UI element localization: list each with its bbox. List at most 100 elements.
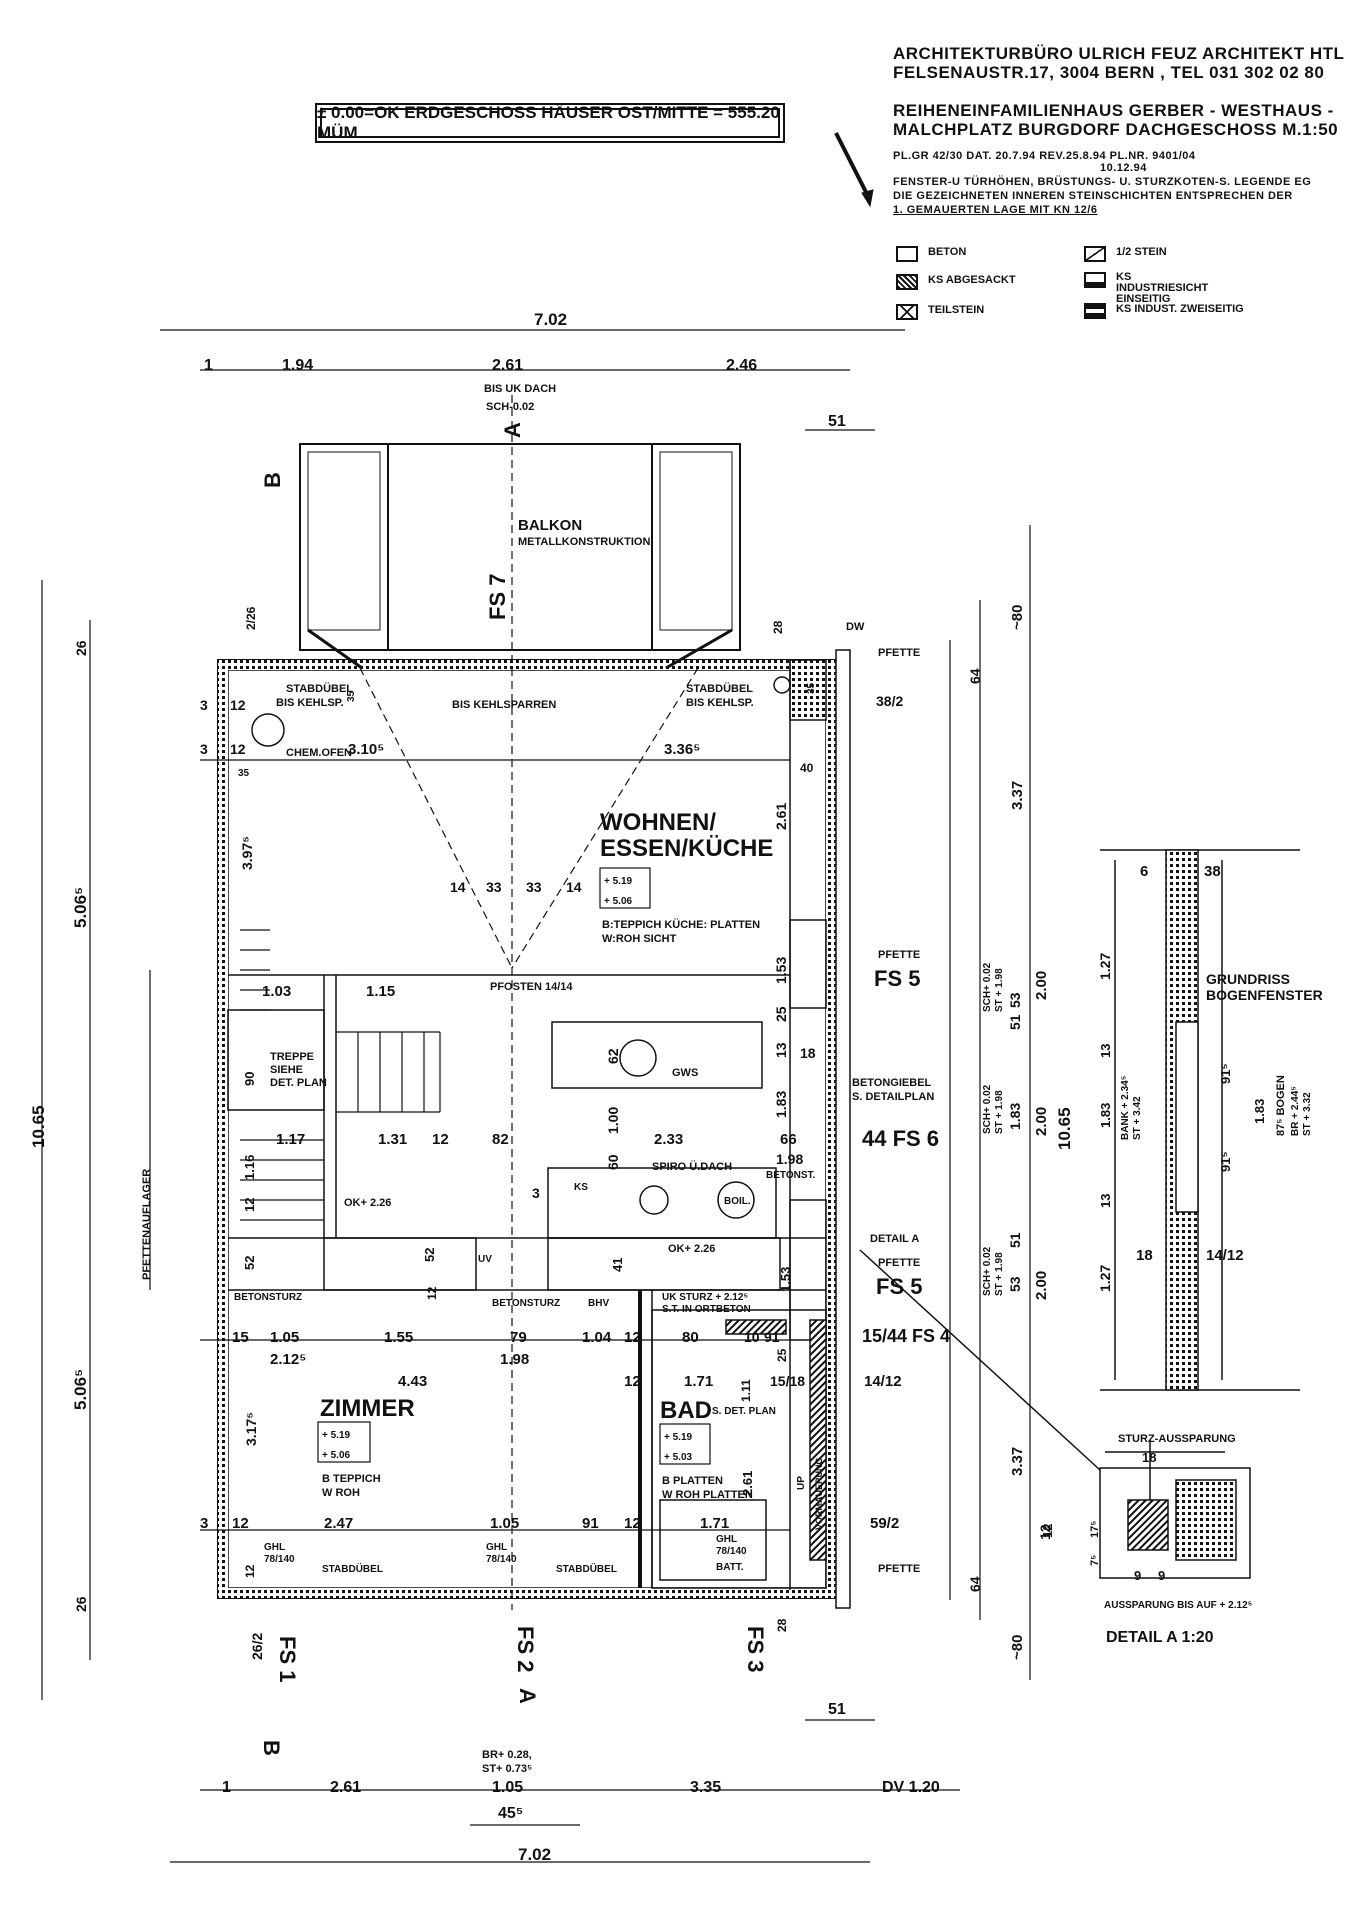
d-18a: 18 [800, 1045, 816, 1061]
d-117: 1.17 [276, 1131, 305, 1148]
d-183v: 1.83 [773, 1091, 789, 1118]
boil-label: BOIL. [724, 1196, 751, 1207]
dim-top-51: 51 [828, 413, 846, 430]
wohnen-floor1: B:TEPPICH KÜCHE: PLATTEN [602, 918, 760, 931]
d-75: 7⁵ [1089, 1555, 1101, 1566]
d-12j: 12 [243, 1564, 257, 1578]
pfette-4: PFETTE [878, 1563, 920, 1575]
d-9b: 9 [1158, 1568, 1165, 1583]
d-105: 1.05 [270, 1329, 299, 1346]
d-3175: 3.17⁵ [243, 1412, 259, 1446]
d-12e: 12 [425, 1286, 439, 1300]
d-12k: 12 [1037, 1524, 1053, 1540]
d-127a: 1.27 [1097, 953, 1113, 980]
d-13a: 13 [773, 1042, 789, 1058]
d-226: 2/26 [244, 606, 258, 630]
interior-walls [227, 659, 827, 1590]
d-262: 26/2 [249, 1633, 265, 1660]
stabduebel-k1a: STABDÜBEL [286, 682, 353, 695]
d-115: 1.15 [366, 983, 395, 1000]
section-fs5a: FS 5 [874, 966, 920, 991]
d-90: 90 [242, 1072, 257, 1086]
d-12h: 12 [232, 1515, 249, 1532]
section-fs2: FS 2 [513, 1626, 538, 1672]
bank-1: BANK + 2.34⁵ [1120, 1075, 1131, 1140]
sch-st-1b: ST + 1.98 [994, 968, 1005, 1012]
bis-uk-dach: BIS UK DACH [484, 383, 556, 395]
d-18b: 18 [1136, 1247, 1153, 1264]
office-address: FELSENAUSTR.17, 3004 BERN , TEL 031 302 … [893, 63, 1325, 82]
balkon-label: BALKON [518, 517, 582, 534]
d-12l: 12 [1040, 1524, 1055, 1538]
wohnen-level-box [599, 867, 651, 909]
section-b-top: B [260, 472, 285, 488]
d-261v: 2.61 [773, 803, 789, 830]
zimmer-lvl2: + 5.06 [322, 1450, 351, 1461]
ok226a: OK+ 2.26 [344, 1197, 391, 1209]
d-2125: 2.12⁵ [270, 1351, 306, 1368]
dim-bot-455: 45⁵ [498, 1805, 523, 1822]
d-3d: 3 [200, 1515, 208, 1532]
dim-bot-1: 1 [222, 1779, 231, 1796]
dim-left-1065: 10.65 [29, 1105, 48, 1148]
d-3975: 3.97⁵ [239, 836, 255, 870]
treppe-3: DET. PLAN [270, 1077, 327, 1089]
d-38: 38 [1204, 863, 1221, 880]
plan-note-3: 1. GEMAUERTEN LAGE MIT KN 12/6 [893, 204, 1098, 216]
sch-st-2b: ST + 1.98 [994, 1090, 1005, 1134]
d-25a: 25 [773, 1006, 789, 1022]
stabduebel-b2: STABDÜBEL [556, 1562, 617, 1575]
bad-title: BAD [660, 1397, 712, 1424]
detail-a-drawing [859, 1249, 1251, 1579]
d-153: 1.53 [773, 957, 789, 984]
section-b-bot: B [259, 1740, 284, 1756]
dim-top-246: 2.46 [726, 357, 757, 374]
d-3c: 3 [532, 1185, 540, 1201]
bank-2: ST + 3.42 [1132, 1096, 1143, 1140]
d-13c: 13 [1098, 1194, 1113, 1208]
sturz-aussparung: STURZ-AUSSPARUNG [1118, 1433, 1236, 1445]
d-12f: 12 [624, 1329, 641, 1346]
d-12b: 12 [230, 741, 246, 757]
dim-right-1065: 10.65 [1055, 1107, 1074, 1150]
uk-sturz-2: S.T. IN ORTBETON [662, 1304, 751, 1315]
d-1412b: 14/12 [1206, 1247, 1244, 1264]
bad-floor2: W ROH PLATTEN [662, 1489, 753, 1501]
sch-st-3b: ST + 1.98 [994, 1252, 1005, 1296]
d-62: 62 [605, 1048, 621, 1064]
sch-st-3a: SCH+ 0.02 [982, 1246, 993, 1296]
dim-right-337b: 3.37 [1009, 1447, 1026, 1476]
north-arrow-icon [834, 132, 874, 208]
project-subtitle: MALCHPLATZ BURGDORF DACHGESCHOSS M.1:50 [893, 120, 1339, 139]
spiro-label: SPIRO Ü.DACH [652, 1160, 732, 1173]
pfette-2: PFETTE [878, 949, 920, 961]
d-60: 60 [605, 1154, 621, 1170]
d-261c: 2.61 [740, 1471, 755, 1496]
balcony [299, 443, 741, 670]
dim-right-183: 1.83 [1007, 1103, 1023, 1130]
dim-right-64b: 64 [967, 1576, 983, 1592]
reference-level: ± 0.00=OK ERDGESCHOSS HÄUSER OST/MITTE =… [317, 103, 780, 142]
legend-ks-einseitig: KS INDUSTRIESICHT EINSEITIG [1084, 272, 1226, 305]
d-443: 4.43 [398, 1373, 427, 1390]
d-82: 82 [492, 1131, 509, 1148]
treppe-2: SIEHE [270, 1064, 303, 1076]
cross-symbol-icon [896, 304, 918, 320]
d-155: 1.55 [384, 1329, 413, 1346]
d-12i: 12 [624, 1515, 641, 1532]
dim-top-261: 2.61 [492, 357, 523, 374]
ghl1: GHL [264, 1542, 285, 1553]
wohnen-title-1: WOHNEN/ [600, 809, 716, 836]
br-st-1: BR+ 0.28, [482, 1749, 532, 1761]
d-153b: 1.53 [778, 1267, 793, 1292]
dim-bot-51: 51 [828, 1701, 846, 1718]
vormauerung-label: VORMAUERUNG [814, 1457, 824, 1530]
d-79: 79 [510, 1329, 527, 1346]
d-25b: 25 [775, 1348, 789, 1362]
section-fs4: 15/44 FS 4 [862, 1326, 950, 1346]
legend-beton: BETON [896, 246, 966, 262]
bad-level-box [659, 1423, 711, 1465]
d-592: 59/2 [870, 1515, 899, 1532]
bad-lvl1: + 5.19 [664, 1432, 693, 1443]
